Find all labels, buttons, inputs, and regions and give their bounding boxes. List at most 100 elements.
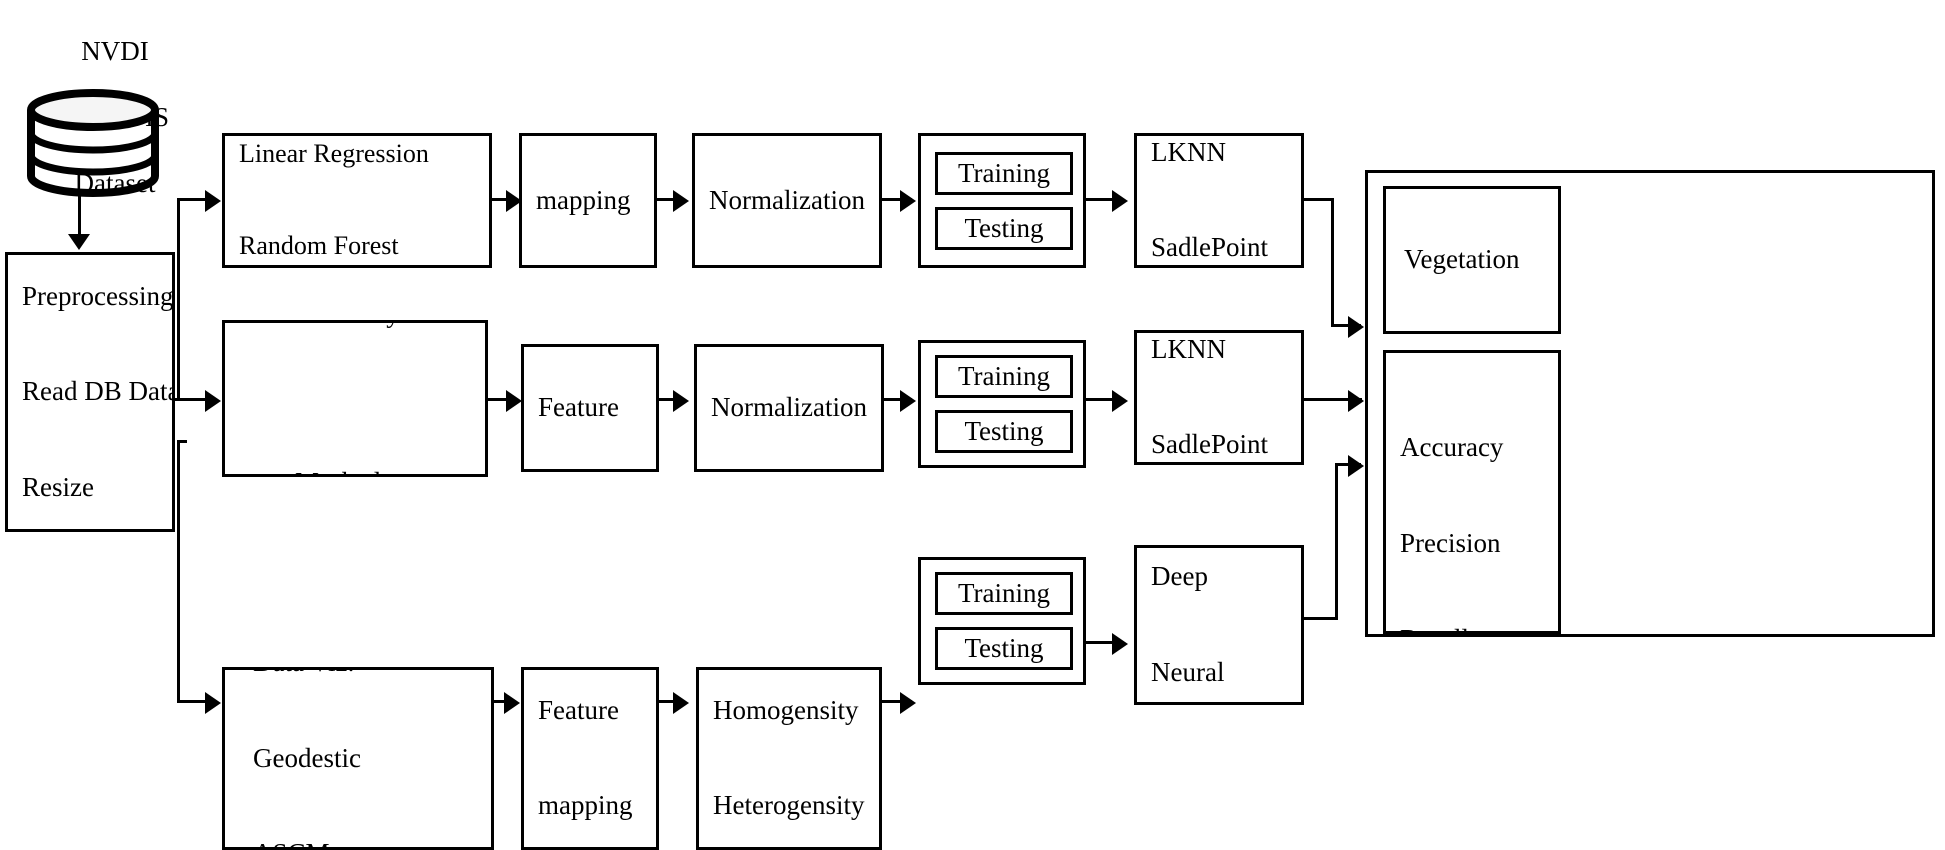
arrowhead-row1-stage5 [1112, 190, 1128, 212]
arrowhead-row1-stage2 [506, 190, 522, 212]
arrowhead-row3-stage1 [205, 692, 221, 714]
row2-stage1-box[interactable]: HSV Color analysis Masked Image [222, 320, 488, 477]
connector-row3-out-h1 [1304, 617, 1338, 620]
row2-stage1-spacer [273, 394, 485, 404]
row1-testing-box[interactable]: Testing [935, 207, 1073, 250]
performance-metric-2: Precision [1400, 527, 1501, 558]
row2-testing-label: Testing [964, 416, 1044, 446]
connector-preproc-row3-vert [177, 440, 180, 702]
connector-preproc-row2-horiz [177, 398, 211, 401]
arrowhead-dataset-to-preprocessing [68, 234, 90, 250]
row3-stage1-box[interactable]: Data Viz. Geodestic ASCM [222, 667, 494, 850]
row1-training-label: Training [957, 158, 1051, 188]
preprocessing-line-3: Resize [22, 471, 94, 502]
row2-training-box[interactable]: Training [935, 355, 1073, 398]
row2-stage1-text: HSV Color analysis Masked Image [225, 323, 485, 474]
row2-stage2-box[interactable]: Fast Feature Extraction [521, 344, 659, 472]
row2-stage2-line-2: Feature [538, 392, 619, 423]
arrowhead-row3-stage4 [900, 692, 916, 714]
arrowhead-row1-output [1348, 316, 1364, 338]
connector-row3-s2-s3 [659, 700, 679, 703]
row1-stage2-text: Feature mapping UCI extract [522, 136, 654, 265]
row2-stage1-line-2: Color analysis [273, 323, 485, 330]
row3-stage1-line-2: Geodestic [253, 742, 361, 773]
row1-stage2-line-2: mapping [536, 184, 631, 215]
row2-stage5-box[interactable]: DeepDenseNet LKNN SadlePoint Estimator [1134, 330, 1304, 465]
connector-row1-s2-s3 [657, 198, 679, 201]
connector-row1-out-h2 [1331, 324, 1361, 327]
preprocessing-line-2: Read DB Data [22, 376, 175, 407]
row1-stage1-text: Triple Learning Process Linear Regressio… [225, 136, 489, 265]
connector-row2-output [1304, 398, 1362, 401]
row1-training-box[interactable]: Training [935, 152, 1073, 195]
row3-stage3-box[interactable]: GLCM Homogensity Heterogensity Contrast [696, 667, 882, 850]
connector-row1-s1-s2 [492, 198, 512, 201]
preprocessing-box[interactable]: Preprocessing Read DB Data Resize [5, 252, 175, 532]
row3-stage3-line-3: Heterogensity [713, 790, 865, 821]
connector-row1-out-h1 [1304, 198, 1334, 201]
row2-stage3-box[interactable]: Data Normalization (Frames of Data) [694, 344, 884, 472]
correlated-vegetation-mapping-box[interactable]: Correlated Vegetation Mapping [1383, 186, 1561, 334]
connector-row3-s1-s2 [494, 700, 508, 703]
row3-stage5-line-3: Neural [1151, 656, 1225, 687]
row1-stage1-box[interactable]: Triple Learning Process Linear Regressio… [222, 133, 492, 268]
arrowhead-row3-stage5 [1112, 633, 1128, 655]
connector-preproc-row1-vert [177, 198, 180, 400]
row3-stage5-text: Biased Deep Neural Network [1137, 548, 1301, 702]
arrowhead-row2-stage5 [1112, 390, 1128, 412]
arrowhead-row1-stage3 [673, 190, 689, 212]
arrowhead-row2-stage1 [205, 390, 221, 412]
row1-stage5-box[interactable]: DeepDenseNet LKNN SadlePoint Estimator [1134, 133, 1304, 268]
row3-stage3-line-2: Homogensity [713, 694, 859, 725]
performance-spacer [1400, 353, 1558, 369]
row1-stage5-line-2: LKNN [1151, 136, 1226, 167]
connector-row1-s3-s4 [882, 198, 912, 201]
row2-stage4-box[interactable]: Training Testing [918, 340, 1086, 468]
row3-stage5-box[interactable]: Biased Deep Neural Network [1134, 545, 1304, 705]
row3-stage1-line-1: Data Viz. [253, 670, 491, 679]
performance-metric-1: Accuracy [1400, 432, 1504, 463]
row2-stage1-line-4: Masked [273, 467, 485, 474]
performance-metric-3: Recall [1400, 624, 1558, 631]
row2-testing-box[interactable]: Testing [935, 410, 1073, 453]
arrowhead-row3-output [1348, 455, 1364, 477]
row3-stage5-line-2: Deep [1151, 561, 1208, 592]
connector-row2-s2-s3 [659, 398, 681, 401]
arrowhead-row2-stage3 [673, 390, 689, 412]
arrowhead-row1-stage1 [205, 190, 221, 212]
row1-stage3-text: Data Normalization (Frames of Data) [695, 136, 879, 265]
connector-dataset-to-preprocessing [78, 196, 81, 242]
row3-stage4-box[interactable]: Training Testing [918, 557, 1086, 685]
database-cylinder-icon [18, 88, 168, 203]
row1-stage5-line-3: SadlePoint [1151, 232, 1269, 263]
mapping-text: Correlated Vegetation Mapping [1386, 189, 1558, 331]
row3-stage1-line-3: ASCM [253, 838, 491, 847]
connector-preproc-row1-horiz [177, 198, 211, 201]
row3-stage3-text: GLCM Homogensity Heterogensity Contrast [699, 670, 879, 847]
row1-stage4-box[interactable]: Training Testing [918, 133, 1086, 268]
performance-analysis-box[interactable]: Performance Analysis Accuracy Precision … [1383, 350, 1561, 634]
dataset-label-line-1: NVDI [81, 35, 149, 66]
row1-testing-label: Testing [964, 213, 1044, 243]
performance-text: Performance Analysis Accuracy Precision … [1386, 353, 1558, 631]
row3-training-box[interactable]: Training [935, 572, 1073, 615]
row1-stage3-box[interactable]: Data Normalization (Frames of Data) [692, 133, 882, 268]
mapping-line-2: Vegetation [1404, 244, 1520, 275]
connector-row1-s4-s5 [1086, 198, 1120, 201]
row3-stage2-line-2: mapping [538, 790, 633, 821]
row2-stage3-line-2: Normalization [711, 392, 867, 423]
row3-stage2-text: Feature mapping [524, 670, 656, 847]
connector-row3-out-v [1335, 463, 1338, 619]
arrowhead-row3-stage2 [504, 692, 520, 714]
preprocessing-line-1: Preprocessing [22, 280, 174, 311]
row2-stage5-text: DeepDenseNet LKNN SadlePoint Estimator [1137, 333, 1301, 462]
row3-testing-box[interactable]: Testing [935, 627, 1073, 670]
arrowhead-row2-stage4 [900, 390, 916, 412]
row3-stage1-text: Data Viz. Geodestic ASCM [225, 670, 491, 847]
connector-row2-s1-s2 [488, 398, 512, 401]
row1-stage2-box[interactable]: Feature mapping UCI extract [519, 133, 657, 268]
preprocessing-text: Preprocessing Read DB Data Resize [8, 255, 175, 529]
row3-stage2-box[interactable]: Feature mapping [521, 667, 659, 850]
row3-stage2-line-1: Feature [538, 694, 619, 725]
